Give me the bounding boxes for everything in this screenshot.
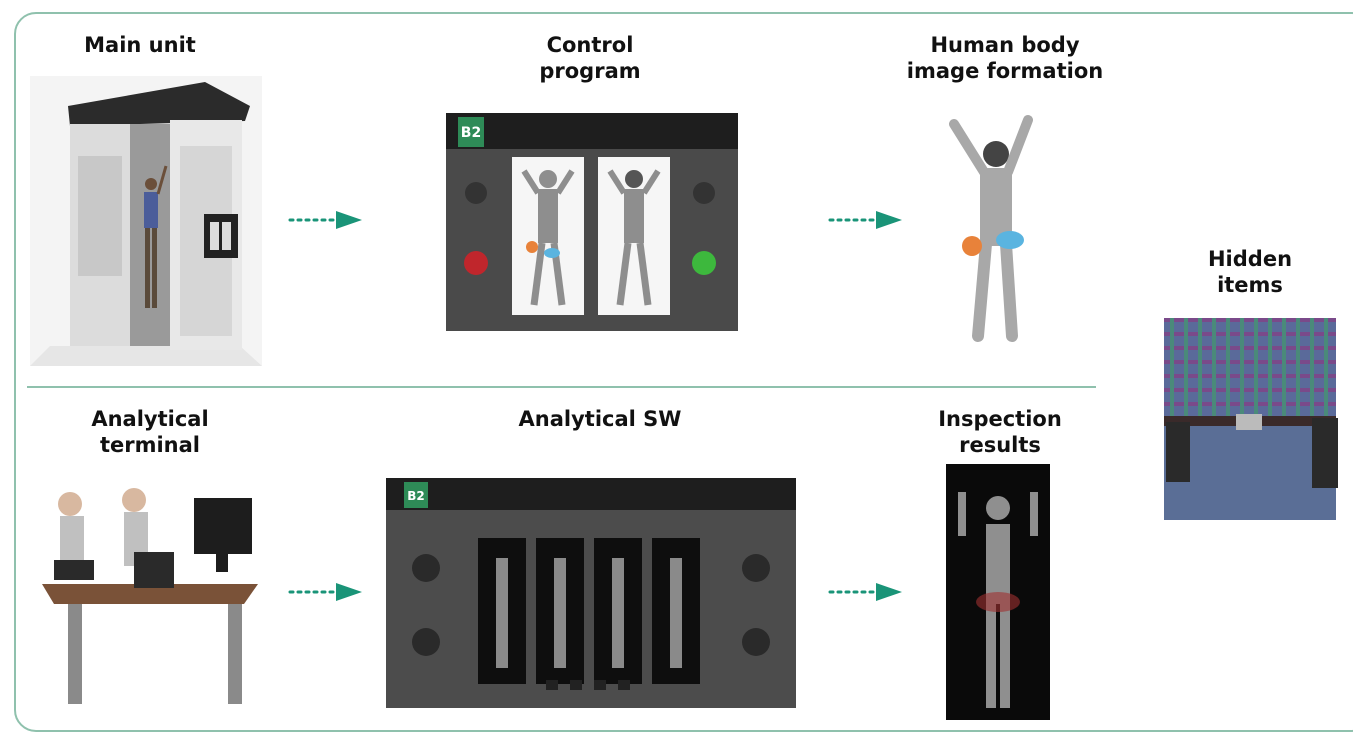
- arrow-to-control-program: [288, 211, 362, 229]
- analytical-terminal-image: [34, 464, 260, 720]
- logo-b2-analytical: B2: [407, 489, 425, 503]
- label-analytical-sw: Analytical SW: [518, 407, 682, 431]
- arrow-to-analytical-sw: [288, 583, 362, 601]
- human-body-image: [940, 106, 1036, 344]
- label-human-body: Human body image formation: [906, 33, 1104, 83]
- inspection-results-image: [946, 464, 1050, 720]
- label-analytical-terminal: Analytical terminal: [91, 407, 209, 457]
- row-divider: [27, 386, 1096, 388]
- logo-b2: B2: [461, 125, 481, 141]
- label-main-unit: Main unit: [84, 33, 196, 57]
- main-unit-scanner-image: [30, 76, 262, 366]
- analytical-sw-screen-image: B2: [386, 478, 796, 708]
- arrow-to-human-body: [828, 211, 902, 229]
- hidden-items-image: [1156, 318, 1344, 520]
- control-program-screen-image: B2: [446, 113, 738, 331]
- arrow-to-inspection-results: [828, 583, 902, 601]
- label-control-program: Control program: [539, 33, 641, 83]
- label-hidden-items: Hidden items: [1207, 247, 1293, 297]
- label-inspection-results: Inspection results: [938, 407, 1062, 457]
